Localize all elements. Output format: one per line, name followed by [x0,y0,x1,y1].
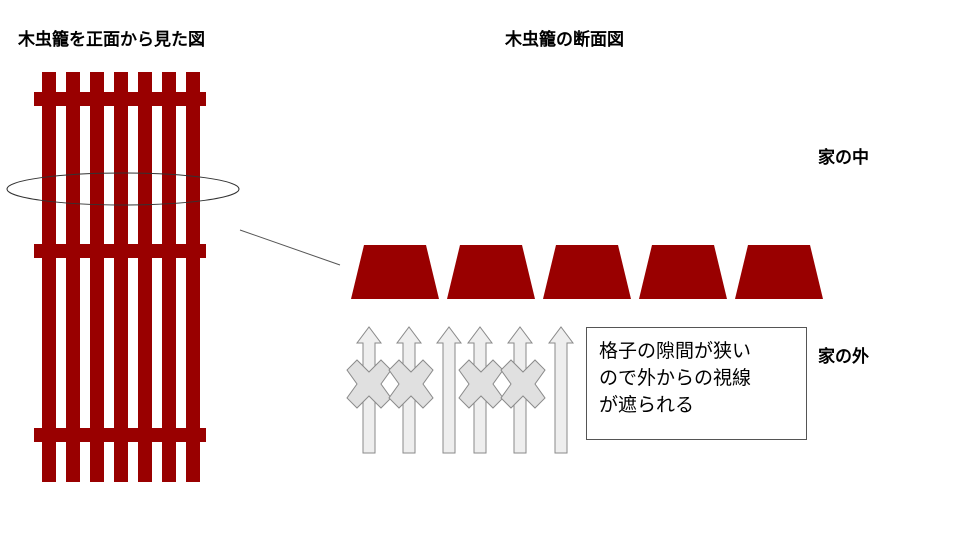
outside-house-label: 家の外 [818,347,869,367]
callout-line: ので外からの視線 [599,367,752,389]
blocked-sightline-x-icon [388,359,434,409]
lattice-section-trapezoid [447,245,535,299]
callout-line: 格子の隙間が狭い [599,340,752,362]
sightline-arrow-icon [436,326,462,454]
sightline-arrow-icon [548,326,574,454]
lattice-crossbar [34,244,206,258]
callout-line: が遮られる [599,394,695,416]
lattice-vertical-bar [114,72,128,482]
lattice-crossbar [34,92,206,106]
lattice-vertical-bar [90,72,104,482]
lattice-crossbar [34,428,206,442]
section-highlight-ellipse [6,172,240,206]
section-connector-line [239,229,341,266]
cross-section-title: 木虫籠の断面図 [505,30,624,50]
lattice-section-trapezoid [735,245,823,299]
front-view-title: 木虫籠を正面から見た図 [18,30,205,50]
lattice-vertical-bar [186,72,200,482]
blocked-sightline-x-icon [500,359,546,409]
lattice-section-trapezoid [351,245,439,299]
sightline-arrows [356,326,574,454]
cross-section-lattice [351,245,823,299]
lattice-section-trapezoid [639,245,727,299]
lattice-section-trapezoid [543,245,631,299]
lattice-vertical-bar [42,72,56,482]
lattice-vertical-bar [138,72,152,482]
lattice-vertical-bar [66,72,80,482]
blocked-sightline-marks [346,359,546,409]
explanation-callout: 格子の隙間が狭い ので外からの視線 が遮られる [586,327,807,440]
front-view-lattice [34,72,206,482]
inside-house-label: 家の中 [818,148,869,168]
lattice-vertical-bar [162,72,176,482]
